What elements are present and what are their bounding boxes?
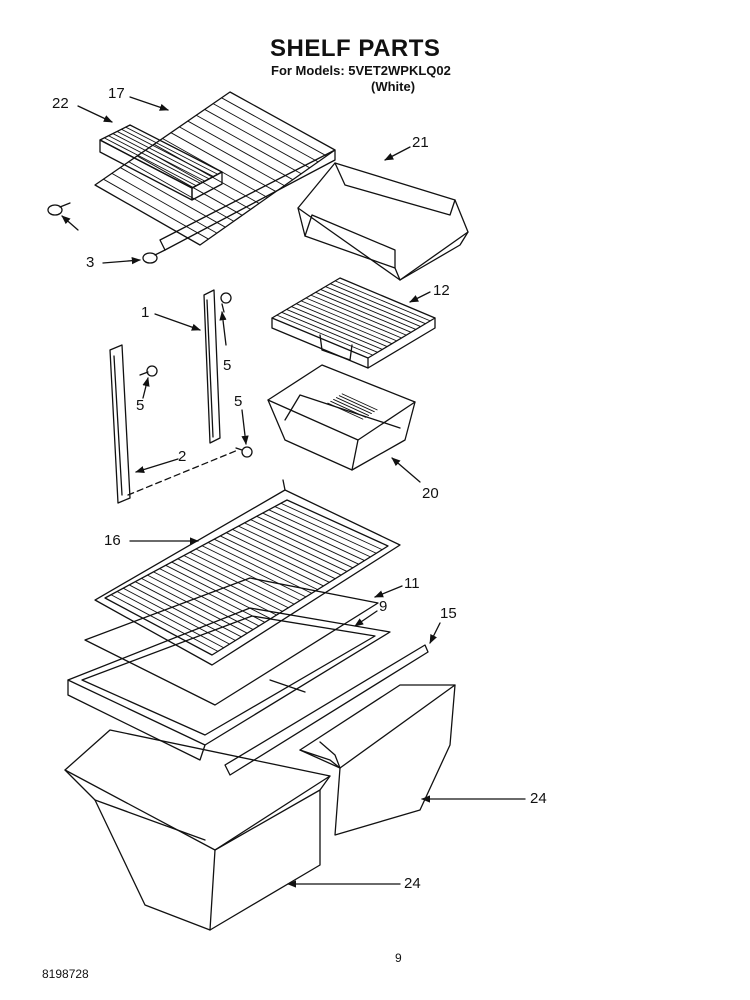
models-line: For Models: 5VET2WPKLQ02 [271,63,451,78]
callout-5-lower: 5 [234,393,243,410]
callout-24-left: 24 [404,875,421,892]
screw-part-5 [139,292,253,458]
leader-lines [61,96,526,888]
callout-16: 16 [104,532,121,549]
callout-20: 20 [422,485,439,502]
page-title: SHELF PARTS [270,35,441,62]
shelf-support-part-3 [47,202,166,264]
callout-21: 21 [412,134,429,151]
crisper-drawer-right-part-24 [299,684,456,836]
crisper-cover-part-12 [271,277,436,369]
divider-rail-part-15 [224,644,429,776]
callout-3: 3 [86,254,95,271]
document-number: 8198728 [42,967,89,981]
callout-5-upper: 5 [223,357,232,374]
bin-part-21 [297,162,469,281]
shelf-rail-part-1 [203,289,221,444]
ice-tray-part-22 [99,124,223,201]
drawer-part-20 [267,364,416,471]
callout-17: 17 [108,85,125,102]
shelf-frame-part-16 [94,479,401,666]
callout-9: 9 [379,598,388,615]
callout-15: 15 [440,605,457,622]
page-number: 9 [395,951,402,965]
crisper-frame-part-9 [67,607,391,761]
callout-5-left: 5 [136,397,145,414]
callout-1: 1 [141,304,150,321]
callout-11: 11 [404,575,420,592]
shelf-rail-part-2 [109,344,131,504]
callout-22: 22 [52,95,69,112]
wire-shelf-part-17 [94,91,336,251]
callout-2: 2 [178,448,187,465]
callout-12: 12 [433,282,450,299]
glass-part-11 [84,577,379,706]
callout-24-right: 24 [530,790,547,807]
crisper-drawer-left-part-24 [64,729,331,931]
color-line: (White) [371,79,416,94]
